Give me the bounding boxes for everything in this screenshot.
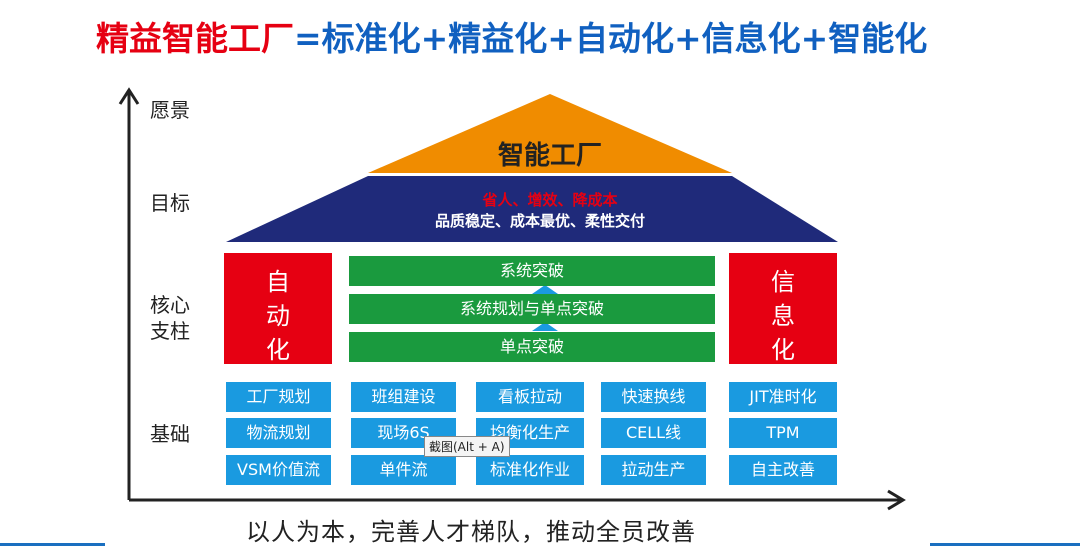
bottom-right-line <box>930 543 1080 546</box>
foundation-cell: 单件流 <box>351 455 456 485</box>
foundation-cell: CELL线 <box>601 418 706 448</box>
pillar-automation-char-2: 动 <box>266 302 290 330</box>
goal-white-text: 品质稳定、成本最优、柔性交付 <box>434 212 645 230</box>
foundation-cell: 工厂规划 <box>226 382 331 412</box>
x-axis-arrow <box>887 489 906 511</box>
axis-label-core-1: 核心 <box>150 293 190 317</box>
bottom-left-line <box>0 543 105 546</box>
foundation-cell: 看板拉动 <box>476 382 584 412</box>
title-main: 精益智能工厂 <box>96 19 294 58</box>
foundation-cell: 班组建设 <box>351 382 456 412</box>
title-formula: =标准化+精益化+自动化+信息化+智能化 <box>294 19 928 58</box>
pillar-info-char-2: 息 <box>771 302 795 330</box>
pillar-automation-char-1: 自 <box>266 268 290 296</box>
pillar-automation-char-3: 化 <box>266 336 290 364</box>
roof-goal-band <box>226 176 838 242</box>
axis-label-base: 基础 <box>150 422 190 446</box>
pillar-info-char-3: 化 <box>771 336 795 364</box>
foundation-cell: 物流规划 <box>226 418 331 448</box>
y-axis-arrow <box>118 87 140 105</box>
pillar-info-char-1: 信 <box>771 268 795 296</box>
screenshot-tooltip: 截图(Alt + A) <box>424 436 510 457</box>
roof-title: 智能工厂 <box>497 141 602 171</box>
pillar-informatization: 信 息 化 <box>729 253 837 364</box>
foundation-cell: 拉动生产 <box>601 455 706 485</box>
center-bar-single-point: 单点突破 <box>349 332 715 362</box>
axis-label-core-2: 支柱 <box>150 319 190 343</box>
foundation-cell: VSM价值流 <box>226 455 331 485</box>
pillar-automation: 自 动 化 <box>224 253 332 364</box>
roof-top-triangle <box>368 94 732 173</box>
foundation-cell: 快速换线 <box>601 382 706 412</box>
axis-label-vision: 愿景 <box>150 98 190 122</box>
foundation-cell: JIT准时化 <box>729 382 837 412</box>
foundation-cell: TPM <box>729 418 837 448</box>
up-arrow-1 <box>532 285 558 294</box>
page-title: 精益智能工厂=标准化+精益化+自动化+信息化+智能化 <box>96 12 927 60</box>
goal-red-text: 省人、增效、降成本 <box>482 191 618 209</box>
up-arrow-2 <box>532 322 558 331</box>
center-bar-planning: 系统规划与单点突破 <box>349 294 715 324</box>
foundation-cell: 标准化作业 <box>476 455 584 485</box>
center-bar-system-breakthrough: 系统突破 <box>349 256 715 286</box>
foundation-cell: 自主改善 <box>729 455 837 485</box>
axis-label-goal: 目标 <box>150 191 190 215</box>
bottom-slogan: 以人为本，完善人才梯队，推动全员改善 <box>246 518 696 546</box>
